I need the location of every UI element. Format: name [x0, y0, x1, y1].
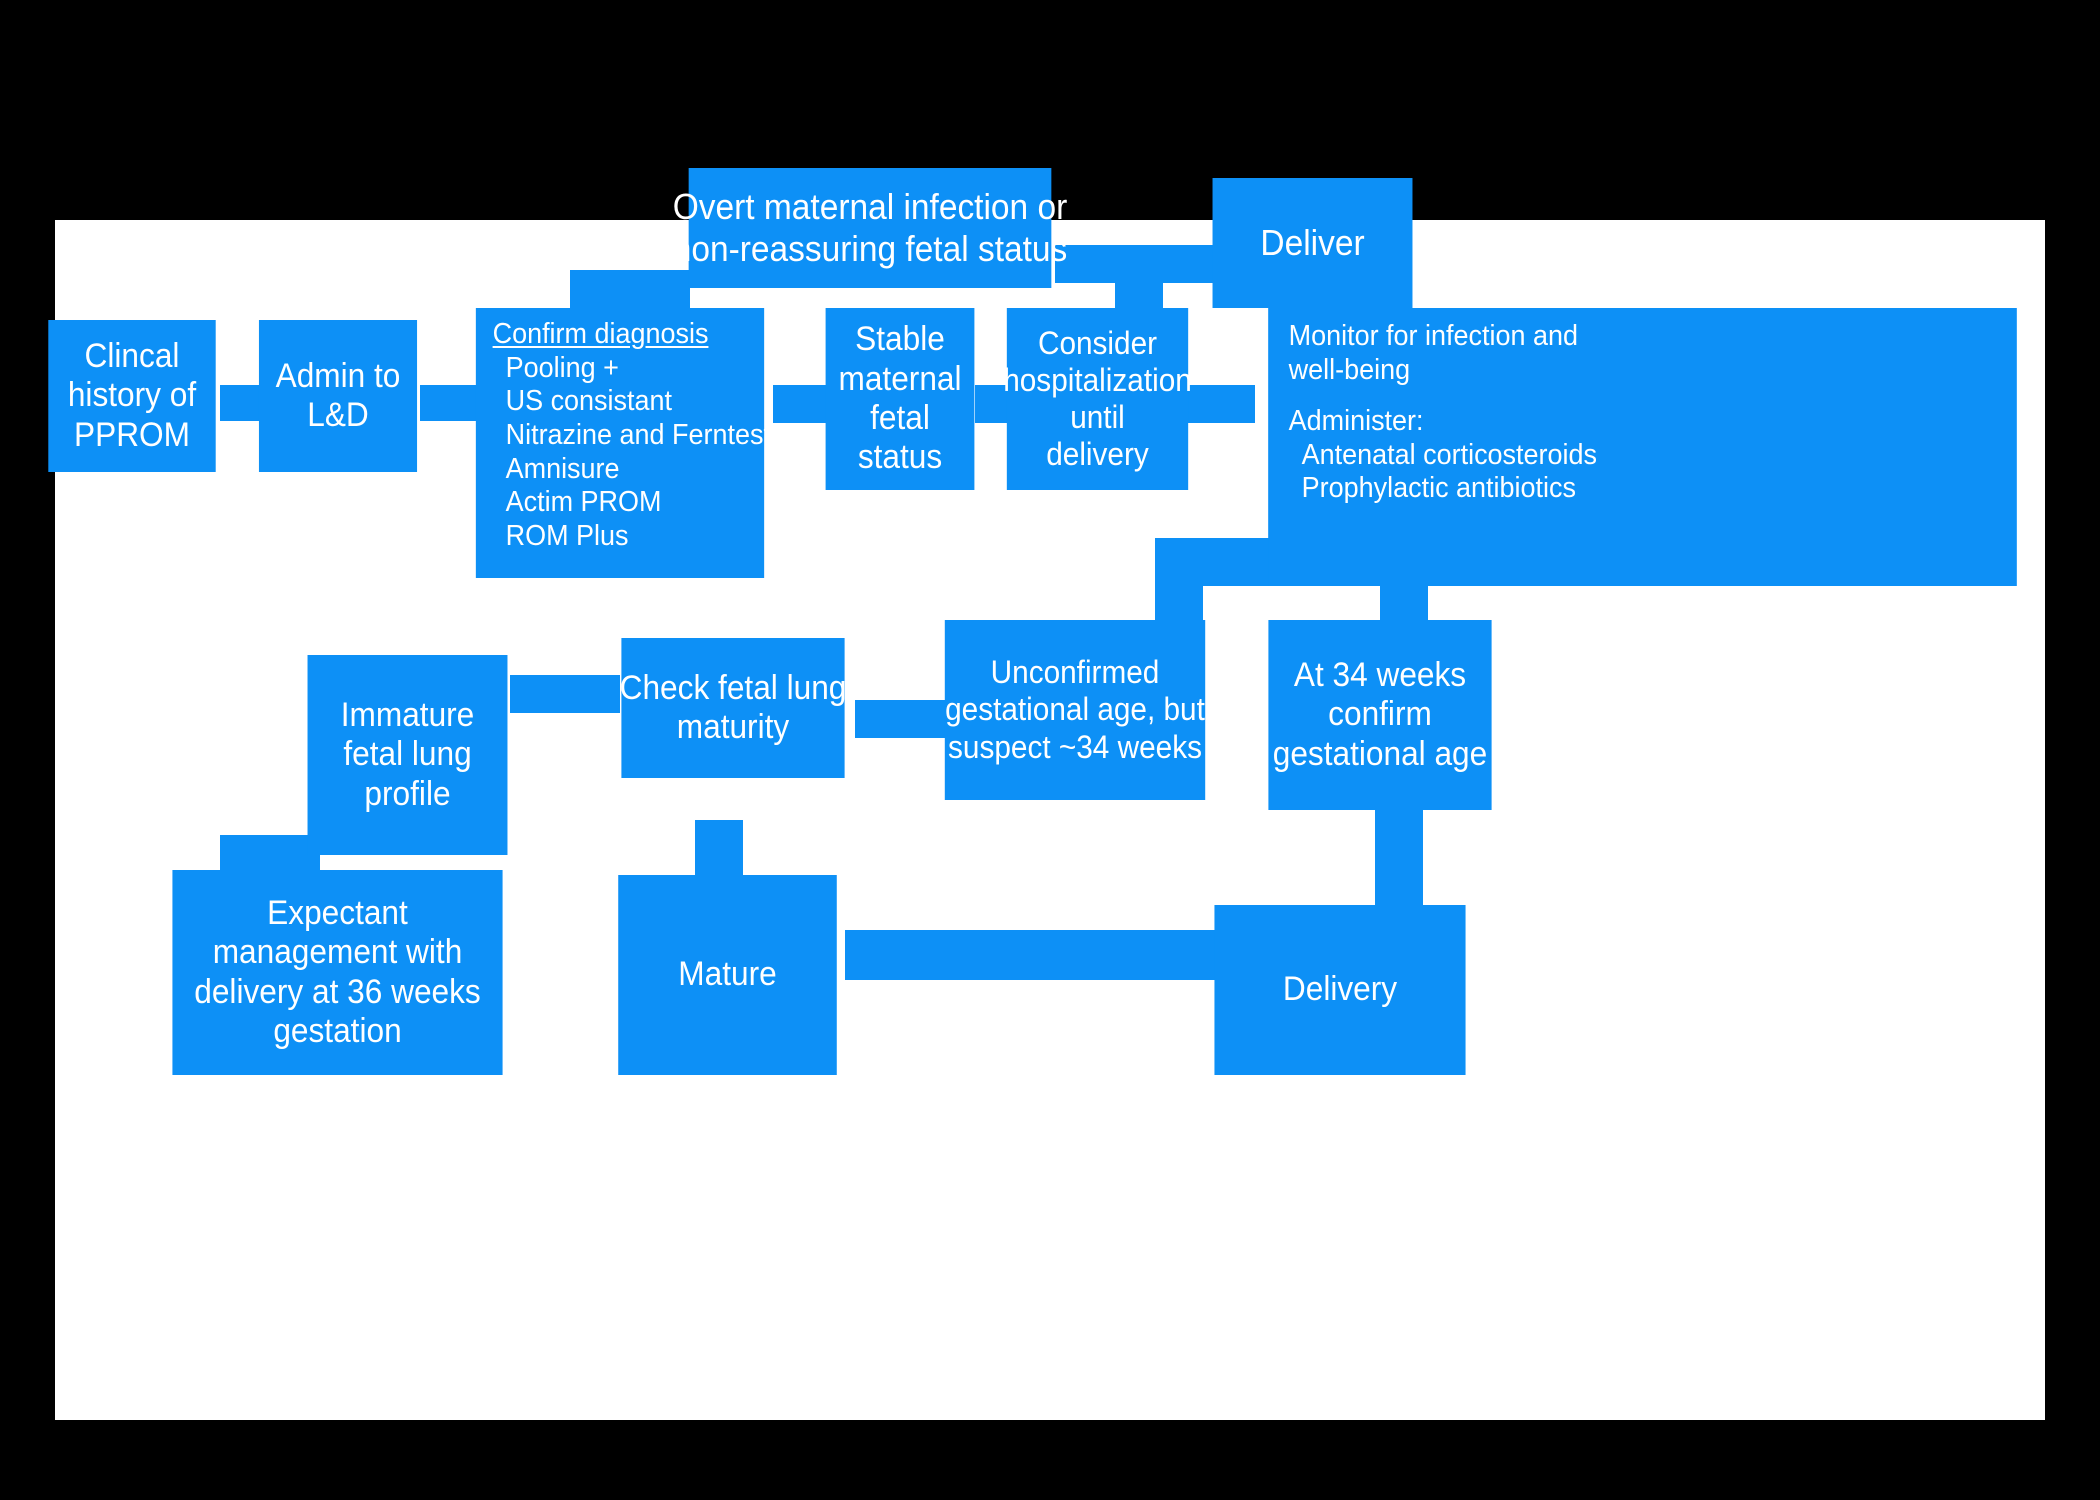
- node-at-34-weeks[interactable]: At 34 weeks confirm gestational age: [1268, 620, 1492, 810]
- node-monitor-line-1: Monitor for infection and: [1288, 320, 1578, 352]
- node-immature-line-2: fetal lung: [343, 735, 472, 774]
- node-admit-line-1: Admin to: [275, 356, 401, 395]
- node-consider-line-2: hospitalization: [1003, 361, 1192, 398]
- node-unconfirmed-line-3: suspect ~34 weeks: [948, 728, 1202, 765]
- connector-confirm-to-overt-horz: [570, 270, 690, 308]
- node-mature-label: Mature: [678, 955, 777, 994]
- node-stable-status[interactable]: Stable maternal fetal status: [825, 308, 975, 490]
- node-clinical-line-1: Clincal: [84, 336, 180, 375]
- node-unconfirmed-line-2: gestational age, but: [945, 691, 1205, 728]
- connector-mature-to-delivery: [845, 930, 1265, 980]
- node-confirm-item-2: Nitrazine and Ferntests: [505, 418, 785, 451]
- node-administer-item-0: Antenatal corticosteroids: [1301, 438, 1597, 471]
- node-consider-line-1: Consider: [1037, 324, 1158, 361]
- node-checkflm-line-2: maturity: [676, 708, 790, 746]
- node-unconfirmed-line-1: Unconfirmed: [990, 654, 1160, 691]
- node-administer-heading: Administer:: [1288, 405, 1424, 438]
- node-stable-line-2: maternal: [838, 359, 962, 398]
- node-confirm-item-5: ROM Plus: [505, 519, 629, 552]
- connector-consider-to-monitor: [1175, 385, 1255, 423]
- node-monitor-administer[interactable]: Monitor for infection and well-being Adm…: [1268, 308, 2017, 586]
- node-confirm-item-4: Actim PROM: [505, 486, 662, 519]
- node-immature-lung-profile[interactable]: Immature fetal lung profile: [307, 655, 508, 855]
- node-mature[interactable]: Mature: [618, 875, 837, 1075]
- node-stable-line-4: status: [857, 438, 943, 477]
- node-at34-line-2: confirm: [1328, 695, 1432, 734]
- node-delivery-label: Delivery: [1282, 970, 1398, 1009]
- connector-at34-to-delivery: [1375, 800, 1423, 910]
- node-overt-line-1: Overt maternal infection or: [672, 186, 1068, 228]
- node-admit-line-2: L&D: [307, 396, 369, 434]
- node-stable-line-1: Stable: [855, 320, 945, 359]
- node-clinical-line-3: PPROM: [74, 415, 190, 454]
- node-at34-line-3: gestational age: [1272, 734, 1488, 773]
- node-monitor-line-2: well-being: [1288, 353, 1411, 386]
- node-consider-hospitalization[interactable]: Consider hospitalization until delivery: [1003, 308, 1192, 490]
- node-expectant-line-1: Expectant: [267, 893, 408, 932]
- node-consider-line-3: until: [1070, 399, 1125, 435]
- node-confirm-item-3: Amnisure: [505, 452, 620, 485]
- node-expectant-line-3: delivery at 36 weeks: [194, 972, 481, 1011]
- node-clinical-history[interactable]: Clincal history of PPROM: [48, 320, 216, 472]
- node-expectant-line-4: gestation: [273, 1011, 402, 1050]
- node-deliver[interactable]: Deliver: [1212, 178, 1413, 308]
- node-at34-line-1: At 34 weeks: [1293, 655, 1467, 694]
- node-admit-ld[interactable]: Admin to L&D: [258, 320, 418, 472]
- node-unconfirmed-gestational-age[interactable]: Unconfirmed gestational age, but suspect…: [944, 620, 1206, 800]
- node-confirm-diagnosis[interactable]: Confirm diagnosis Pooling + US consistan…: [475, 308, 784, 578]
- node-clinical-line-2: history of: [67, 376, 197, 415]
- node-overt-infection[interactable]: Overt maternal infection or non-reassuri…: [673, 168, 1067, 288]
- node-immature-line-3: profile: [364, 774, 451, 813]
- flowchart-canvas: Overt maternal infection or non-reassuri…: [48, 168, 2045, 1420]
- node-administer-item-1: Prophylactic antibiotics: [1301, 472, 1576, 505]
- node-checkflm-line-1: Check fetal lung: [619, 668, 847, 707]
- node-overt-line-2: non-reassuring fetal status: [672, 228, 1068, 269]
- node-confirm-item-0: Pooling +: [505, 351, 619, 384]
- node-deliver-label: Deliver: [1260, 222, 1365, 264]
- node-immature-line-1: Immature: [340, 695, 475, 734]
- node-expectant-management[interactable]: Expectant management with delivery at 36…: [172, 870, 503, 1075]
- node-confirm-item-1: US consistant: [505, 385, 673, 418]
- connector-checkflm-to-immature: [510, 675, 620, 713]
- node-delivery[interactable]: Delivery: [1214, 905, 1466, 1075]
- node-consider-line-4: delivery: [1046, 436, 1149, 473]
- node-confirm-heading: Confirm diagnosis: [492, 318, 709, 350]
- node-check-fetal-lung-maturity[interactable]: Check fetal lung maturity: [619, 638, 847, 778]
- node-expectant-line-2: management with: [212, 933, 463, 972]
- node-stable-line-3: fetal: [870, 399, 930, 437]
